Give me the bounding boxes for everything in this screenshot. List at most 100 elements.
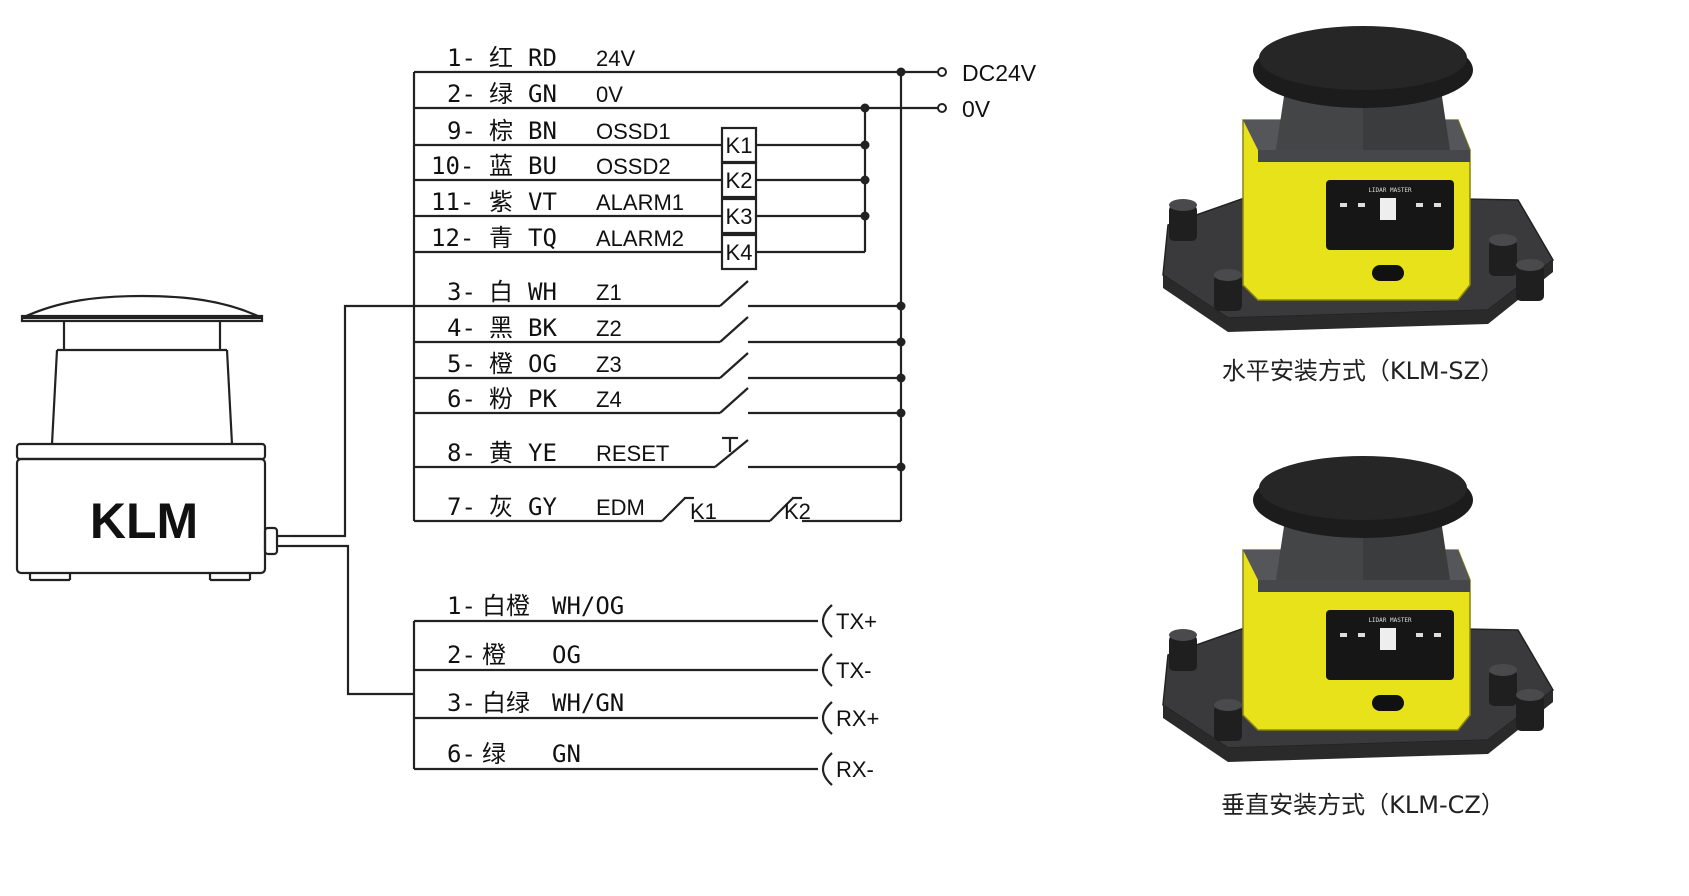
wire-code: TQ: [528, 224, 557, 252]
wire-color: 青: [489, 224, 513, 252]
connector-socket: [821, 701, 833, 735]
wire-color: 白: [489, 278, 513, 306]
reset-switch: [714, 439, 749, 468]
mount-foot: [1169, 205, 1197, 241]
status-led: [1434, 633, 1441, 637]
net-wire-color: 绿: [482, 740, 506, 768]
wire-signal: EDM: [596, 495, 645, 520]
relay-box: [720, 197, 758, 235]
product-image: LIDAR MASTER: [1162, 456, 1554, 762]
cable-port: [1372, 695, 1404, 711]
wire-code: PK: [528, 385, 557, 413]
net-signal: TX+: [836, 609, 877, 634]
wire-color: 灰: [489, 493, 513, 521]
wire-color: 绿: [489, 80, 513, 108]
wire-signal: Z3: [596, 352, 622, 377]
wire-number: 12-: [431, 224, 474, 252]
sensor-cap-top: [1259, 26, 1467, 90]
sensor-lid: [1258, 150, 1470, 162]
product-image: LIDAR MASTER: [1162, 26, 1554, 332]
net-wire-color: 橙: [482, 641, 506, 669]
wire-color: 黄: [489, 439, 513, 467]
product-caption: 垂直安装方式（KLM-CZ）: [1221, 791, 1505, 819]
relay-label: K2: [726, 168, 753, 193]
display-window: [1380, 628, 1396, 650]
net-signal: TX-: [836, 658, 871, 683]
wire-signal: Z4: [596, 387, 622, 412]
edm-contacts: K1 K2: [661, 496, 811, 524]
edm-contact-k1: K1: [690, 499, 717, 524]
wire-number: 10-: [431, 152, 474, 180]
zone-switch: [719, 387, 749, 414]
net-signal: RX-: [836, 757, 874, 782]
mount-foot-top: [1489, 234, 1517, 246]
mount-foot-top: [1489, 664, 1517, 676]
connector-socket: [821, 604, 833, 638]
wire-code: VT: [528, 188, 557, 216]
dc24v-label: DC24V: [962, 60, 1037, 86]
mount-foot-top: [1214, 269, 1242, 281]
wire-color: 橙: [489, 350, 513, 378]
status-led: [1416, 633, 1423, 637]
status-led: [1434, 203, 1441, 207]
edm-contact-k2: K2: [784, 499, 811, 524]
wire-number: 6-: [447, 385, 476, 413]
wire-number: 4-: [447, 314, 476, 342]
product-caption: 水平安装方式（KLM-SZ）: [1222, 357, 1504, 385]
wire-color: 红: [489, 44, 513, 72]
status-led: [1416, 203, 1423, 207]
wire-number: 1-: [447, 44, 476, 72]
wire-number: 8-: [447, 439, 476, 467]
wire-signal: Z2: [596, 316, 622, 341]
cable-port: [1372, 265, 1404, 281]
net-wire-code: WH/GN: [552, 689, 624, 717]
wire-signal: OSSD2: [596, 154, 671, 179]
net-signal: RX+: [836, 706, 879, 731]
net-wire-number: 6-: [447, 740, 476, 768]
wire-signal: 0V: [596, 82, 623, 107]
wire-code: GN: [528, 80, 557, 108]
base-plate-edge: [1163, 690, 1553, 762]
connector-socket: [821, 653, 833, 687]
device-label: KLM: [90, 493, 198, 549]
net-wire-number: 1-: [447, 592, 476, 620]
sensor-lid: [1258, 580, 1470, 592]
status-led: [1358, 203, 1365, 207]
display-window: [1380, 198, 1396, 220]
zero-v-label: 0V: [962, 96, 991, 122]
relay-label: K1: [726, 133, 753, 158]
mount-foot-top: [1516, 689, 1544, 701]
status-led: [1358, 633, 1365, 637]
connector-socket: [821, 752, 833, 786]
net-wire-number: 2-: [447, 641, 476, 669]
mount-foot: [1489, 670, 1517, 706]
mount-foot: [1214, 705, 1242, 741]
mount-foot-top: [1214, 699, 1242, 711]
wire-code: RD: [528, 44, 557, 72]
status-led: [1340, 633, 1347, 637]
relay-box: [720, 126, 758, 164]
mount-foot: [1169, 635, 1197, 671]
sensor-cap-top: [1259, 456, 1467, 520]
display-brand-label: LIDAR MASTER: [1368, 187, 1412, 194]
net-wire-color: 白橙: [482, 592, 530, 620]
zone-switch: [719, 280, 749, 307]
wire-signal: OSSD1: [596, 119, 671, 144]
wire-color: 粉: [489, 385, 513, 413]
wire-code: YE: [528, 439, 557, 467]
cable-trunks: [290, 304, 415, 696]
net-wire-color: 白绿: [482, 689, 530, 717]
relay-box: [720, 233, 758, 271]
zone-switch: [719, 316, 749, 343]
wire-code: BN: [528, 117, 557, 145]
wire-code: WH: [528, 278, 557, 306]
zone-switch: [719, 352, 749, 379]
wire-color: 蓝: [489, 152, 513, 180]
wire-number: 7-: [447, 493, 476, 521]
wire-signal: ALARM1: [596, 190, 684, 215]
relay-label: K3: [726, 204, 753, 229]
wire-color: 紫: [489, 188, 513, 216]
power-terminals: DC24V 0V: [865, 60, 1037, 122]
